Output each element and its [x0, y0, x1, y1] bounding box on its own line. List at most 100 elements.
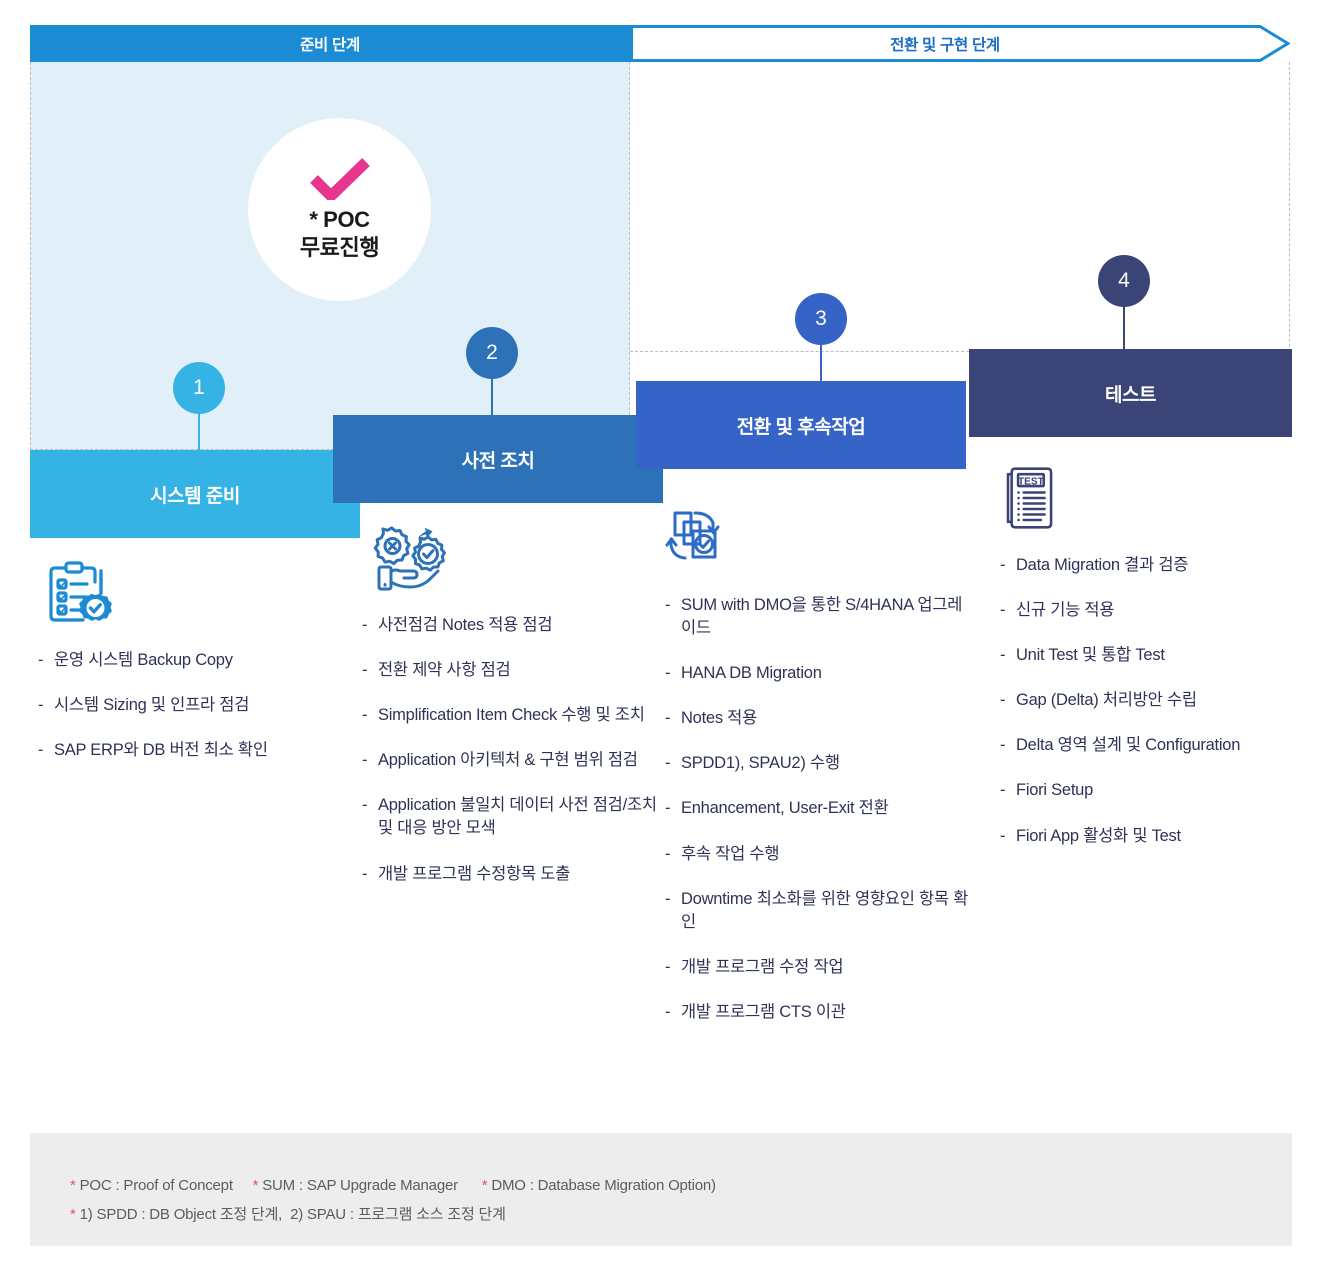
- bullet-dash: -: [38, 651, 44, 669]
- phase-arrow-shape: [630, 25, 1290, 62]
- bullet-text: 개발 프로그램 수정 작업: [681, 957, 844, 976]
- step-title-1: 시스템 준비: [150, 485, 240, 507]
- list-item: -Application 불일치 데이터 사전 점검/조치 및 대응 방안 모색: [362, 794, 662, 840]
- bullet-text: 시스템 Sizing 및 인프라 점검: [54, 696, 250, 715]
- document-migration-icon: [665, 511, 720, 560]
- list-item: -Unit Test 및 통합 Test: [1000, 644, 1300, 667]
- check-icon: [309, 158, 370, 200]
- bullet-text: Notes 적용: [681, 709, 758, 728]
- bullet-dash: -: [665, 889, 671, 908]
- test-label: TEST: [1018, 476, 1045, 487]
- list-item: -Gap (Delta) 처리방안 수립: [1000, 689, 1300, 712]
- footnote-line-2: * 1) SPDD : DB Object 조정 단계, 2) SPAU : 프…: [70, 1200, 1292, 1229]
- bullet-dash: -: [38, 696, 44, 715]
- bullet-dash: -: [1000, 691, 1006, 710]
- step-4-content: TEST -Data Migration 결과 검증 -신규 기능 적용 -Un…: [1000, 465, 1300, 870]
- step-1-content: -운영 시스템 Backup Copy -시스템 Sizing 및 인프라 점검…: [38, 560, 348, 784]
- bullet-text: 신규 기능 적용: [1016, 601, 1115, 620]
- bullet-text: Simplification Item Check 수행 및 조치: [378, 706, 645, 725]
- list-item: -시스템 Sizing 및 인프라 점검: [38, 694, 348, 717]
- step-number-3: 3: [795, 293, 847, 345]
- footnote-1b: SUM : SAP Upgrade Manager: [258, 1177, 458, 1194]
- list-item: -Fiori App 활성화 및 Test: [1000, 825, 1300, 848]
- bullet-text: 후속 작업 수행: [681, 844, 780, 863]
- bullet-dash: -: [665, 596, 671, 614]
- step-2-content: -사전점검 Notes 적용 점검 -전환 제약 사항 점검 -Simplifi…: [362, 525, 662, 908]
- step-stem-2: [491, 377, 493, 421]
- list-item: -Simplification Item Check 수행 및 조치: [362, 704, 662, 727]
- list-item: -Application 아키텍처 & 구현 범위 점검: [362, 749, 662, 772]
- bullet-text: 개발 프로그램 CTS 이관: [681, 1002, 846, 1021]
- list-item: -사전점검 Notes 적용 점검: [362, 614, 662, 637]
- list-item: -SPDD1), SPAU2) 수행: [665, 752, 975, 775]
- bullet-dash: -: [362, 706, 368, 725]
- poc-line-1: * POC: [309, 207, 370, 232]
- step-title-2: 사전 조치: [461, 450, 535, 472]
- bullet-dash: -: [665, 844, 671, 863]
- bullet-text: 개발 프로그램 수정항목 도출: [378, 864, 571, 883]
- bullet-dash: -: [362, 616, 368, 634]
- bullet-text: SUM with DMO을 통한 S/4HANA 업그레이드: [681, 596, 963, 638]
- bullet-text: Application 불일치 데이터 사전 점검/조치 및 대응 방안 모색: [378, 796, 657, 838]
- bullet-dash: -: [362, 864, 368, 883]
- bullet-text: Application 아키텍처 & 구현 범위 점검: [378, 751, 638, 770]
- bullet-text: Downtime 최소화를 위한 영향요인 항목 확인: [681, 889, 969, 931]
- step-banner-1: 시스템 준비: [30, 450, 360, 538]
- step-banner-4: 테스트: [969, 349, 1292, 437]
- poc-line-2: 무료진행: [299, 234, 380, 260]
- list-item: -Fiori Setup: [1000, 779, 1300, 802]
- bullet-dash: -: [1000, 646, 1006, 665]
- bullet-dash: -: [1000, 826, 1006, 845]
- list-item: -전환 제약 사항 점검: [362, 659, 662, 682]
- list-item: -개발 프로그램 수정 작업: [665, 956, 975, 979]
- list-item: -개발 프로그램 CTS 이관: [665, 1001, 975, 1024]
- phase-banner-preparation: 준비 단계: [30, 25, 630, 62]
- step-stem-4: [1123, 305, 1125, 349]
- gears-hand-icon: [373, 526, 446, 591]
- bullet-text: SPDD1), SPAU2) 수행: [681, 754, 840, 773]
- list-item: -SUM with DMO을 통한 S/4HANA 업그레이드: [665, 594, 975, 640]
- bullet-dash: -: [362, 751, 368, 770]
- step-2-bullet-list: -사전점검 Notes 적용 점검 -전환 제약 사항 점검 -Simplifi…: [362, 614, 662, 886]
- bullet-dash: -: [1000, 556, 1006, 574]
- step-banner-2: 사전 조치: [333, 415, 663, 503]
- bullet-dash: -: [665, 754, 671, 773]
- asterisk-marker: *: [70, 1206, 76, 1224]
- list-item: -HANA DB Migration: [665, 662, 975, 685]
- bullet-dash: -: [1000, 781, 1006, 800]
- conversion-phase-panel: [630, 62, 1290, 352]
- bullet-dash: -: [665, 709, 671, 728]
- bullet-text: Unit Test 및 통합 Test: [1016, 646, 1165, 665]
- footnote-2a: 1) SPDD : DB Object 조정 단계, 2) SPAU : 프로그…: [75, 1206, 506, 1224]
- bullet-dash: -: [665, 1002, 671, 1021]
- bullet-text: Enhancement, User-Exit 전환: [681, 799, 889, 818]
- bullet-text: Fiori Setup: [1016, 781, 1094, 800]
- bullet-text: HANA DB Migration: [681, 664, 822, 683]
- list-item: -개발 프로그램 수정항목 도출: [362, 863, 662, 886]
- list-item: -후속 작업 수행: [665, 843, 975, 866]
- list-item: -운영 시스템 Backup Copy: [38, 649, 348, 672]
- list-item: -Downtime 최소화를 위한 영향요인 항목 확인: [665, 888, 975, 934]
- poc-badge: * POC 무료진행: [248, 118, 431, 301]
- list-item: -Data Migration 결과 검증: [1000, 554, 1300, 577]
- asterisk-marker: *: [70, 1177, 76, 1194]
- list-item: -Notes 적용: [665, 707, 975, 730]
- clipboard-checklist-icon: [49, 561, 112, 622]
- bullet-dash: -: [665, 664, 671, 683]
- step-4-bullet-list: -Data Migration 결과 검증 -신규 기능 적용 -Unit Te…: [1000, 554, 1300, 848]
- bullet-text: 전환 제약 사항 점검: [378, 661, 511, 680]
- bullet-dash: -: [1000, 601, 1006, 620]
- step-3-bullet-list: -SUM with DMO을 통한 S/4HANA 업그레이드 -HANA DB…: [665, 594, 975, 1024]
- step-banner-3: 전환 및 후속작업: [636, 381, 966, 469]
- bullet-text: Gap (Delta) 처리방안 수립: [1016, 691, 1197, 710]
- step-1-bullet-list: -운영 시스템 Backup Copy -시스템 Sizing 및 인프라 점검…: [38, 649, 348, 762]
- list-item: -Delta 영역 설계 및 Configuration: [1000, 734, 1300, 757]
- test-document-icon: TEST: [1006, 467, 1053, 529]
- step-title-4: 테스트: [1105, 384, 1156, 406]
- asterisk-marker: *: [481, 1177, 488, 1194]
- bullet-text: Delta 영역 설계 및 Configuration: [1016, 736, 1241, 755]
- phase-label-conversion: 전환 및 구현 단계: [890, 36, 1000, 54]
- footnote-1c: DMO : Database Migration Option): [487, 1177, 716, 1194]
- asterisk-marker: *: [252, 1177, 259, 1194]
